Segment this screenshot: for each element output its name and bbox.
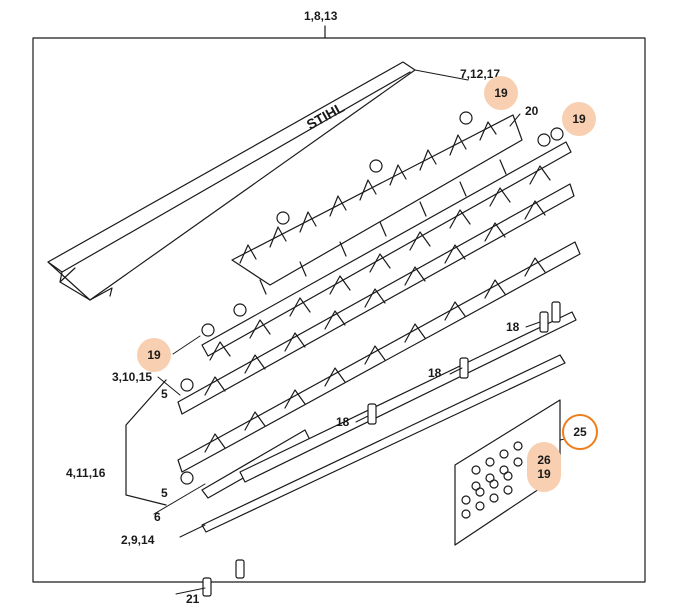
- leader-lines: [153, 69, 576, 595]
- lower-assembly-bracket: [125, 379, 167, 506]
- badge-nut-top[interactable]: 19: [484, 76, 518, 110]
- badge-kit-parts-a: 26: [537, 453, 551, 467]
- upper-blade: [231, 114, 523, 295]
- label-spacer-left: 5: [161, 387, 168, 401]
- fasteners: [180, 111, 564, 597]
- bottom-bar: [201, 354, 566, 533]
- badge-nut-left[interactable]: 19: [137, 338, 171, 372]
- upper-blade-bar: [177, 141, 575, 415]
- top-guard: [47, 61, 416, 301]
- badge-kit[interactable]: 25: [562, 414, 598, 450]
- frame-outline: [32, 37, 646, 583]
- label-spacer-bottom: 5: [161, 486, 168, 500]
- label-screw-bottom: 21: [186, 592, 200, 606]
- label-main-assembly: 1,8,13: [304, 9, 338, 23]
- kit-parts: [461, 441, 523, 519]
- label-guide-plate: 6: [154, 510, 161, 524]
- label-screw-center: 18: [336, 415, 350, 429]
- label-upper-blade: 20: [525, 104, 539, 118]
- label-screw-right-mid: 18: [428, 366, 442, 380]
- badge-nut-right[interactable]: 19: [562, 102, 596, 136]
- label-upper-blade-left: 3,10,15: [112, 370, 153, 384]
- badge-kit-parts-b: 19: [537, 467, 551, 481]
- lower-blade: [177, 241, 581, 473]
- label-upper-guard: 7,12,17: [460, 67, 501, 81]
- badge-kit-parts[interactable]: 26 19: [527, 442, 561, 492]
- label-lower-blade-assembly: 4,11,16: [66, 466, 106, 480]
- label-bottom-bar: 2,9,14: [121, 533, 155, 547]
- label-screw-right-top: 18: [506, 320, 520, 334]
